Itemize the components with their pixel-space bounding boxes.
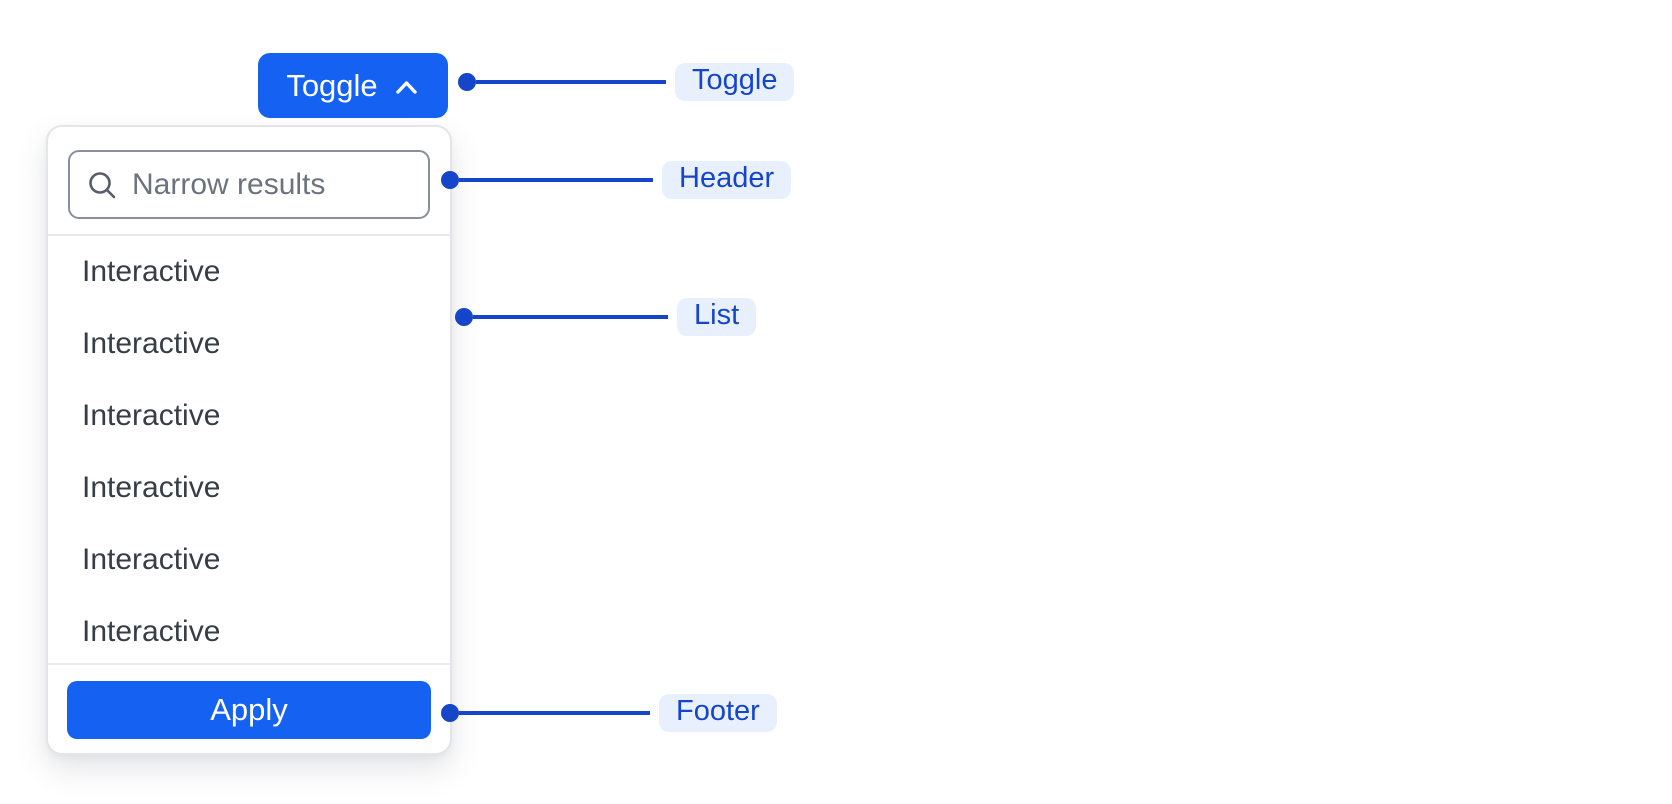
list-item[interactable]: Interactive <box>82 327 221 360</box>
annotation-footer: Footer <box>441 693 777 733</box>
annotation-dot <box>441 171 459 189</box>
search-box[interactable] <box>68 150 430 219</box>
annotation-line <box>476 80 666 84</box>
annotation-line <box>473 315 668 319</box>
annotation-dot <box>458 73 476 91</box>
search-icon <box>86 169 118 201</box>
dropdown-list: Interactive Interactive Interactive Inte… <box>48 236 450 663</box>
annotation-label-header: Header <box>662 161 792 199</box>
list-item[interactable]: Interactive <box>82 399 221 432</box>
annotation-dot <box>455 308 473 326</box>
annotation-toggle: Toggle <box>458 62 795 102</box>
annotation-label-footer: Footer <box>659 694 777 732</box>
list-item[interactable]: Interactive <box>82 543 221 576</box>
annotation-header: Header <box>441 160 792 200</box>
toggle-button[interactable]: Toggle <box>258 53 448 118</box>
annotation-list: List <box>455 297 757 337</box>
list-item[interactable]: Interactive <box>82 615 221 648</box>
annotation-label-list: List <box>677 298 757 336</box>
dropdown-panel: Interactive Interactive Interactive Inte… <box>46 125 452 755</box>
annotation-dot <box>441 704 459 722</box>
annotation-line <box>459 711 650 715</box>
toggle-button-label: Toggle <box>286 67 378 103</box>
chevron-up-icon <box>393 73 420 99</box>
annotation-line <box>459 178 653 182</box>
dropdown-header <box>48 127 450 236</box>
list-item[interactable]: Interactive <box>82 471 221 504</box>
list-item[interactable]: Interactive <box>82 255 221 288</box>
search-input[interactable] <box>132 167 412 202</box>
dropdown-footer: Apply <box>48 663 450 753</box>
apply-button[interactable]: Apply <box>67 681 431 739</box>
annotation-label-toggle: Toggle <box>675 63 795 101</box>
